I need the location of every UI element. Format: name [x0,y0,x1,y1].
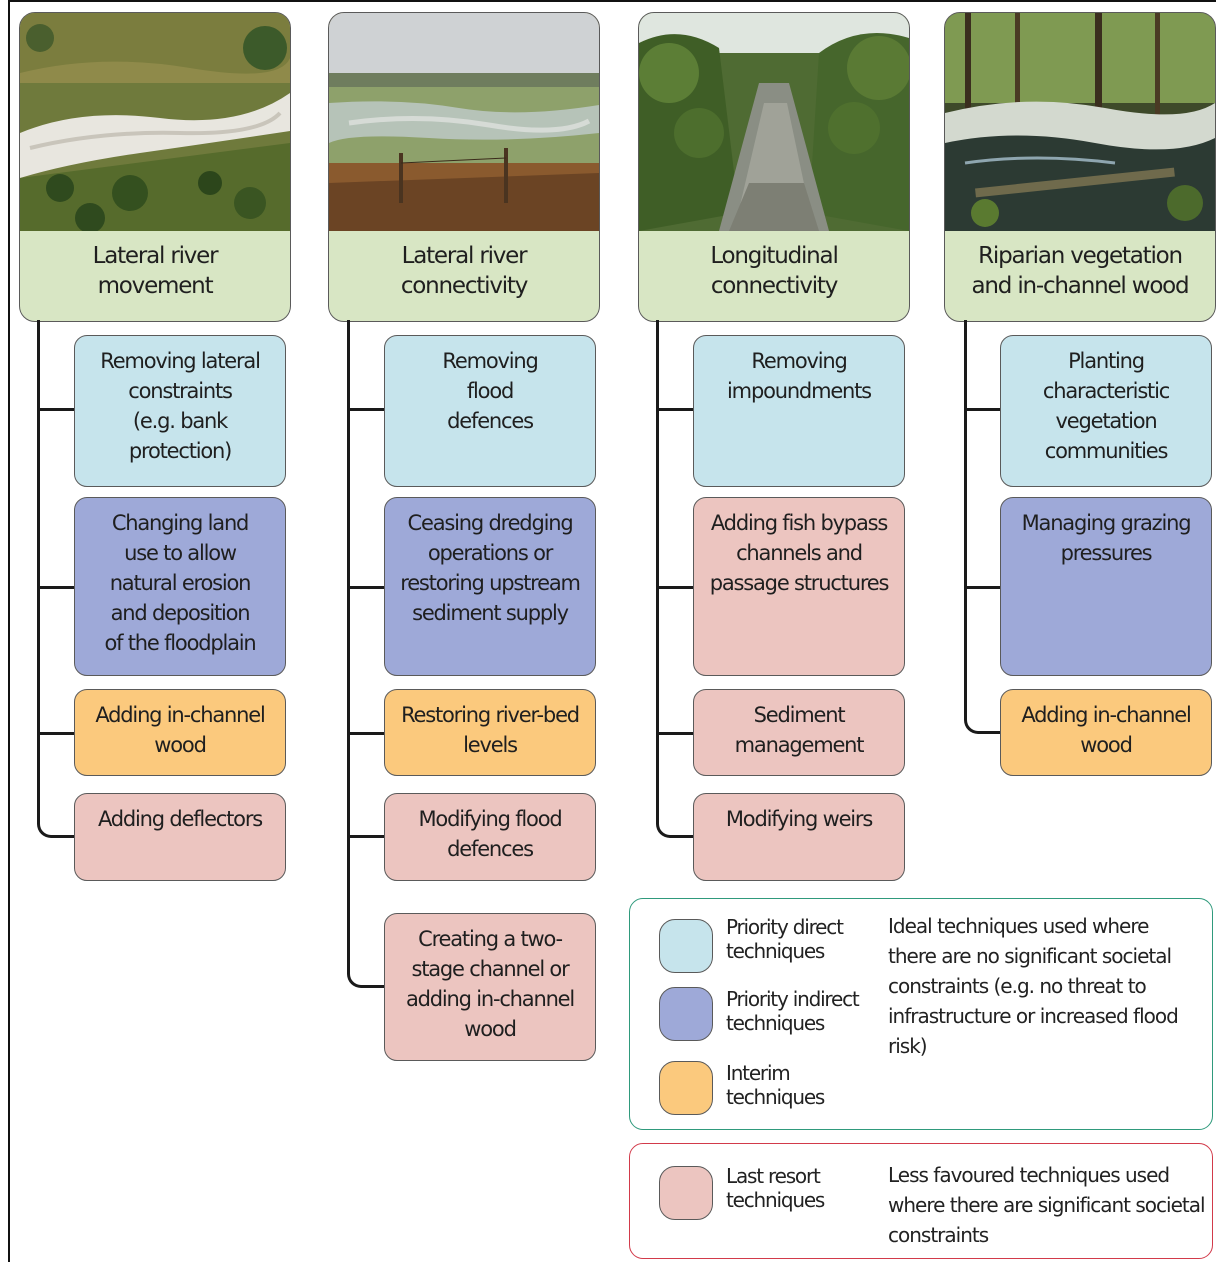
legend-swatch-last-resort [659,1166,713,1220]
tree-elbow [964,706,1003,734]
tree-trunk [37,320,40,824]
column-header: Longitudinal connectivity [638,12,910,322]
legend-description: Less favoured techniques used where ther… [888,1163,1206,1247]
tree-elbow [656,810,696,838]
tree-elbow [347,960,387,988]
column-title: Lateral river connectivity [400,243,529,299]
braided-river-valley-photo [20,13,290,231]
technique-box: Planting characteristic vegetation commu… [1000,335,1212,487]
tree-branch [964,586,1000,589]
tree-branch [347,835,384,838]
technique-box: Removing flood defences [384,335,596,487]
frame-left-line [8,0,10,1262]
tree-branch [347,732,384,735]
technique-box: Modifying flood defences [384,793,596,881]
technique-box: Creating a two- stage channel or adding … [384,913,596,1061]
tree-branch [37,586,74,589]
technique-box: Removing impoundments [693,335,905,487]
legend-label: Last resort techniques [726,1164,825,1212]
technique-box: Restoring river-bed levels [384,689,596,776]
technique-box: Adding fish bypass channels and passage … [693,497,905,676]
technique-box: Adding in-channel wood [74,689,286,776]
column-header: Riparian vegetation and in-channel wood [944,12,1216,322]
technique-box: Modifying weirs [693,793,905,881]
flooded-wetland-photo [329,13,599,231]
legend-label: Priority indirect techniques [726,987,860,1035]
column-title: Lateral river movement [92,243,219,299]
tree-branch [347,408,384,411]
tree-branch [656,408,693,411]
tree-trunk [347,320,350,972]
woodland-stream-photo [945,13,1215,231]
technique-box: Adding deflectors [74,793,286,881]
tree-branch [37,408,74,411]
technique-box: Removing lateral constraints (e.g. bank … [74,335,286,487]
tree-trunk [964,320,967,718]
technique-box: Adding in-channel wood [1000,689,1212,776]
tree-branch [347,586,384,589]
legend-swatch-priority-indirect [659,987,713,1041]
tree-elbow [37,810,77,838]
tree-branch [656,732,693,735]
technique-box: Ceasing dredging operations or restoring… [384,497,596,676]
legend-description: Ideal techniques used where there are no… [888,914,1179,1058]
column-header: Lateral river connectivity [328,12,600,322]
tree-branch [656,586,693,589]
column-title: Longitudinal connectivity [710,243,838,299]
legend-swatch-interim [659,1061,713,1115]
legend-last-resort-box: Last resort techniques Less favoured tec… [629,1143,1213,1259]
technique-box: Managing grazing pressures [1000,497,1212,676]
legend-label: Priority direct techniques [726,915,844,963]
column-header: Lateral river movement [19,12,291,322]
technique-box: Sediment management [693,689,905,776]
river-channel-photo [639,13,909,231]
column-title: Riparian vegetation and in-channel wood [971,243,1190,299]
tree-branch [37,732,74,735]
frame-top-line [8,0,1216,2]
technique-box: Changing land use to allow natural erosi… [74,497,286,676]
legend-label: Interim techniques [726,1061,825,1109]
tree-trunk [656,320,659,824]
legend-swatch-priority-direct [659,919,713,973]
tree-branch [964,408,1000,411]
legend-ideal-box: Priority direct techniques Priority indi… [629,898,1213,1130]
